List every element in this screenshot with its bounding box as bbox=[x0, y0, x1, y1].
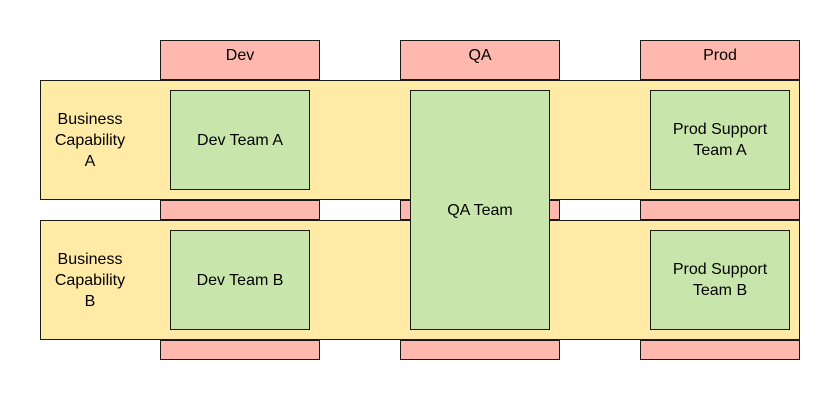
env-header-dev: Dev bbox=[160, 40, 320, 80]
capability-label-b: Business Capability B bbox=[54, 250, 126, 310]
team-box-dev-a: Dev Team A bbox=[170, 90, 310, 190]
team-box-dev-b: Dev Team B bbox=[170, 230, 310, 330]
env-label-qa: QA bbox=[468, 47, 492, 64]
env-label-prod: Prod bbox=[703, 47, 737, 64]
env-segment-qa-bottom bbox=[400, 340, 560, 360]
team-label-prod-b: Prod Support Team B bbox=[672, 261, 768, 299]
team-box-qa: QA Team bbox=[410, 90, 550, 330]
env-segment-prod-bottom bbox=[640, 340, 800, 360]
env-segment-dev-bottom bbox=[160, 340, 320, 360]
env-header-qa: QA bbox=[400, 40, 560, 80]
team-box-prod-b: Prod Support Team B bbox=[650, 230, 790, 330]
team-label-dev-b: Dev Team B bbox=[196, 271, 284, 289]
team-label-qa: QA Team bbox=[447, 201, 513, 219]
team-label-prod-a: Prod Support Team A bbox=[672, 121, 768, 159]
team-box-prod-a: Prod Support Team A bbox=[650, 90, 790, 190]
env-header-prod: Prod bbox=[640, 40, 800, 80]
team-label-dev-a: Dev Team A bbox=[197, 131, 283, 149]
env-label-dev: Dev bbox=[225, 47, 255, 64]
capability-label-a: Business Capability A bbox=[54, 110, 126, 170]
env-segment-dev-middle bbox=[160, 200, 320, 220]
env-segment-prod-middle bbox=[640, 200, 800, 220]
